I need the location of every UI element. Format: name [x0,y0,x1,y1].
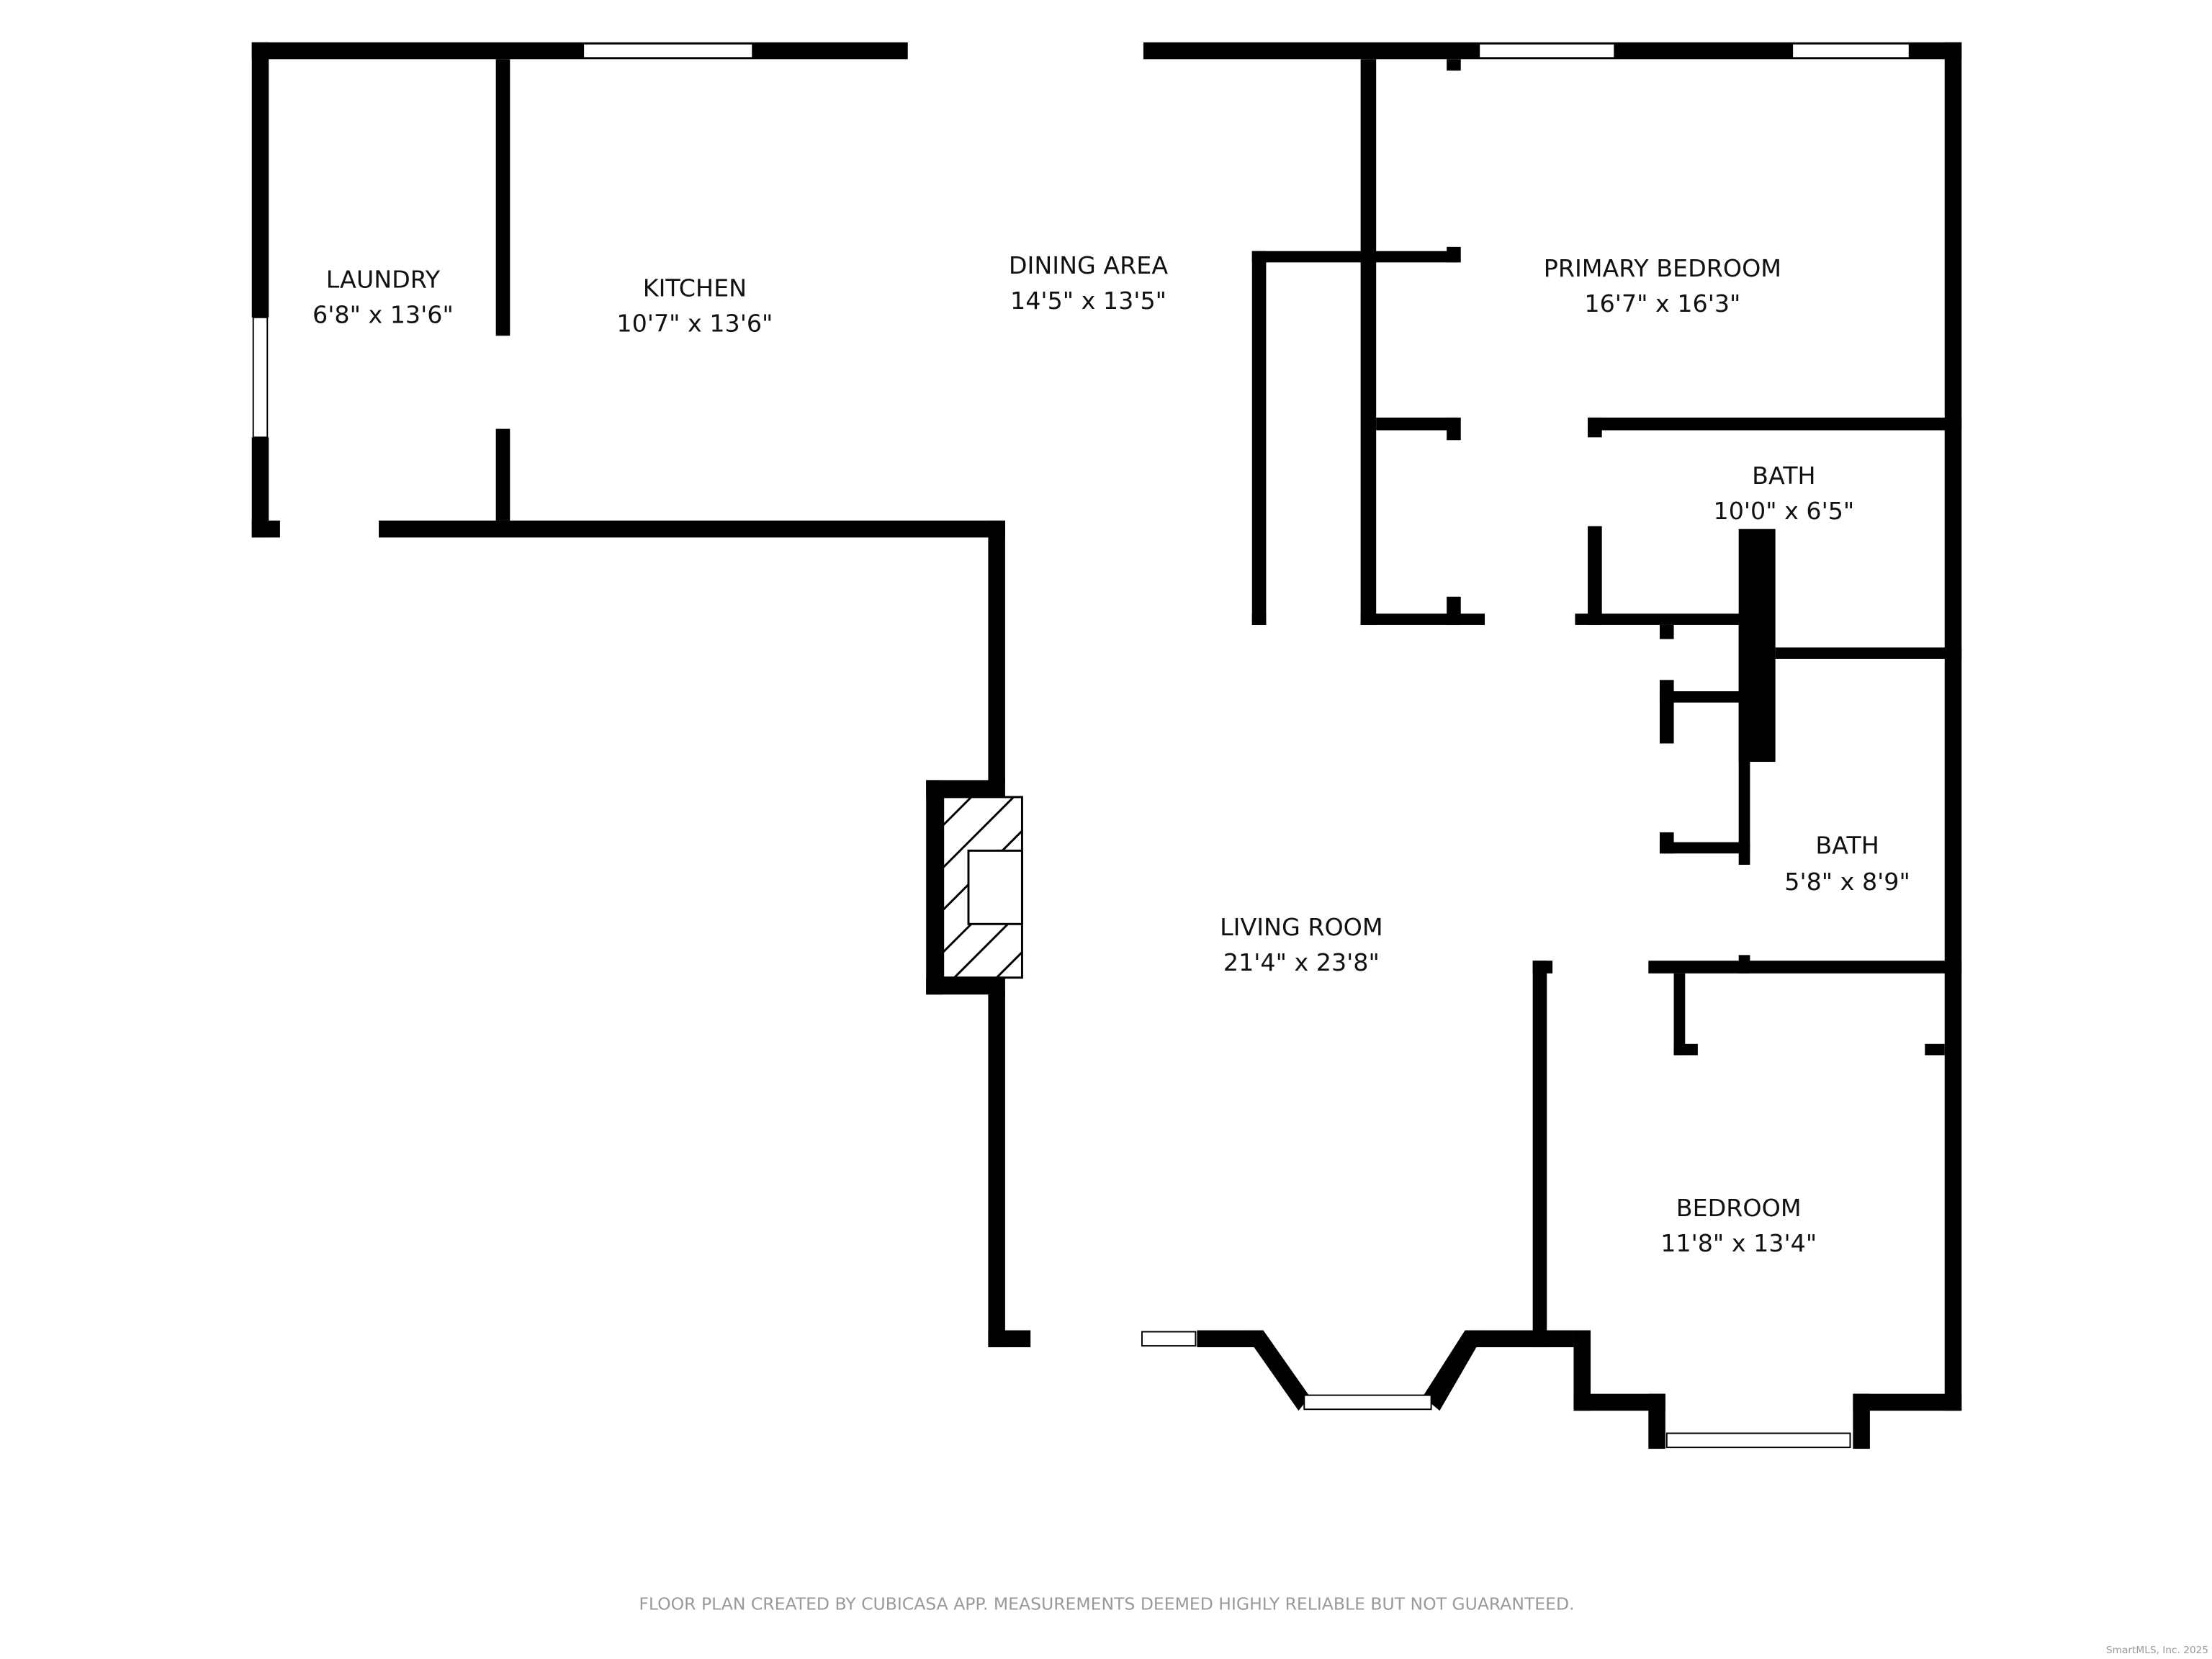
wall-segment [1465,1330,1574,1348]
room-dining-area: DINING AREA 14'5" x 13'5" [1009,251,1168,315]
wall-segment [1588,417,1962,431]
room-size: 11'8" x 13'4" [1660,1229,1817,1257]
room-kitchen: KITCHEN 10'7" x 13'6" [616,274,773,337]
wall-segment [1648,961,1962,974]
wall-segment [1532,961,1547,1348]
wall-segment [1588,526,1602,625]
wall-segment [495,59,511,336]
wall-segment [1197,1330,1264,1348]
wall-segment [926,780,943,995]
window [1303,1394,1432,1411]
wall-segment [1376,417,1458,431]
wall-segment [1775,647,1962,659]
wall-segment [1360,613,1485,625]
room-name: KITCHEN [643,274,747,302]
room-bedroom: BEDROOM 11'8" x 13'4" [1660,1194,1817,1257]
room-size: 10'7" x 13'6" [616,309,773,337]
room-size: 6'8" x 13'6" [313,301,454,329]
wall-segment [1447,59,1461,71]
room-primary-bedroom: PRIMARY BEDROOM 16'7" x 16'3" [1544,254,1781,318]
room-name: LIVING ROOM [1220,913,1383,941]
room-name: PRIMARY BEDROOM [1544,254,1781,282]
wall-segment [1573,1330,1591,1411]
wall-segment [1673,973,1686,1056]
disclaimer: FLOOR PLAN CREATED BY CUBICASA APP. MEAS… [639,1593,1574,1614]
room-size: 5'8" x 8'9" [1784,868,1910,896]
wall-segment [1575,613,1750,625]
room-name: LAUNDRY [326,266,441,294]
room-size: 14'5" x 13'5" [1010,287,1166,315]
wall-segment [1673,1043,1698,1056]
wall-segment [1447,246,1461,263]
wall-segment [251,42,908,60]
wall-segment [379,520,1005,538]
wall-segment [1648,1393,1665,1449]
wall-segment [926,977,1005,995]
wall-segment [926,780,1005,797]
window [1791,42,1910,59]
wall-segment [988,992,1005,1348]
wall-segment [1588,417,1602,438]
walls [251,42,1962,1449]
window [583,42,754,59]
fireplace [942,796,1023,979]
room-laundry: LAUNDRY 6'8" x 13'6" [313,266,454,329]
room-name: BEDROOM [1676,1194,1802,1222]
wall-segment [1659,680,1674,744]
wall-segment [251,42,269,318]
wall-segment [251,437,269,538]
wall-segment [251,520,280,538]
wall-segment [1738,624,1750,865]
window [252,316,269,439]
window [1141,1331,1197,1347]
room-bath-2: BATH 5'8" x 8'9" [1784,831,1910,896]
room-size: 10'0" x 6'5" [1714,497,1855,525]
room-size: 21'4" x 23'8" [1223,948,1380,976]
room-name: BATH [1752,462,1815,490]
wall-segment [1659,842,1750,854]
windows [252,42,1910,1449]
room-name: BATH [1815,831,1879,859]
room-living-room: LIVING ROOM 21'4" x 23'8" [1220,913,1383,976]
wall-segment [1573,1393,1665,1411]
wall-segment [1853,1393,1962,1411]
wall-segment [1251,251,1267,625]
wall-segment [1251,613,1267,625]
wall-segment [988,1330,1031,1348]
wall-segment [1925,1043,1945,1056]
wall-segment [495,428,511,521]
wall-segment [1251,251,1458,263]
bay-wall-right [1422,1330,1486,1411]
wall-segment [1360,59,1377,625]
wall-segment [1659,691,1750,703]
window [1665,1432,1851,1449]
wall-segment [988,520,1005,783]
wall-segment [1659,624,1674,639]
bay-wall-left [1242,1330,1310,1411]
wall-segment [1944,42,1962,1411]
room-size: 16'7" x 16'3" [1584,289,1740,318]
watermark: SmartMLS, Inc. 2025 [2106,1645,2208,1656]
room-name: DINING AREA [1009,251,1168,279]
wall-segment [1447,417,1461,441]
room-bath-1: BATH 10'0" x 6'5" [1714,462,1855,525]
window [1478,42,1616,59]
